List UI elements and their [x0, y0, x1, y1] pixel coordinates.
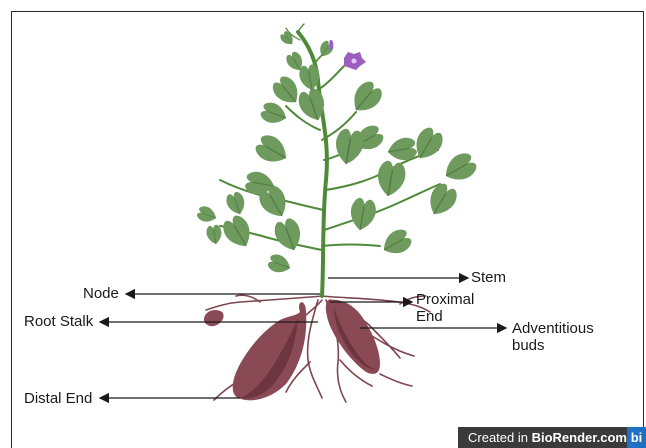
biorender-badge[interactable]: Created in BioRender.com bi	[458, 427, 646, 448]
label-root-stalk: Root Stalk	[24, 313, 93, 330]
label-adventitious-buds: Adventitious buds	[512, 320, 612, 354]
flowers	[329, 40, 366, 70]
label-node: Node	[83, 285, 119, 302]
label-proximal-end: Proximal End	[416, 291, 496, 325]
label-stem: Stem	[471, 269, 506, 286]
leaves	[196, 30, 480, 277]
right-tuber	[326, 300, 380, 374]
root-stalk-tuber	[204, 310, 224, 326]
biorender-logo-icon: bi	[627, 427, 646, 448]
left-tuber	[233, 302, 307, 400]
label-distal-end: Distal End	[24, 390, 92, 407]
badge-brand: BioRender.com	[532, 430, 627, 445]
main-stem	[220, 24, 440, 296]
badge-prefix: Created in	[468, 430, 532, 445]
